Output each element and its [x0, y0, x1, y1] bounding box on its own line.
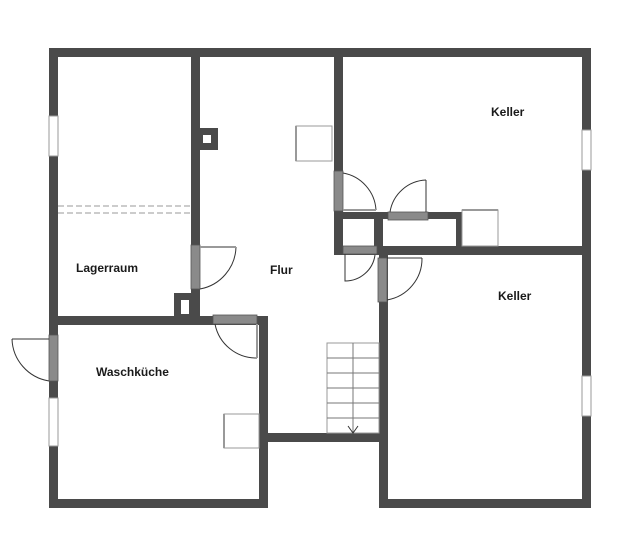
wall-bottom-right — [379, 499, 591, 508]
doors — [11, 170, 429, 382]
door-lager-leaf — [190, 244, 201, 290]
staircase — [326, 342, 380, 434]
chimney-bottom-core — [181, 300, 189, 314]
window-lager-left — [48, 115, 59, 157]
wall-lager-flur — [191, 48, 200, 324]
wall-niche-side — [456, 212, 464, 254]
windows — [48, 115, 592, 447]
fixtures — [58, 125, 499, 449]
door-keller-top-arc — [342, 172, 377, 211]
door-outside-arc — [11, 338, 50, 382]
door-lager-arc — [199, 246, 237, 290]
wall-right — [582, 48, 591, 508]
window-wasch-left — [48, 397, 59, 447]
wall-lager-wasch — [49, 316, 268, 325]
label-waschkueche: Waschküche — [96, 365, 169, 379]
door-keller-right-leaf — [377, 257, 388, 303]
label-keller-right: Keller — [498, 289, 532, 303]
stair-arrow-head — [347, 425, 359, 434]
label-flur: Flur — [270, 263, 293, 277]
waschkueche-cabinet — [223, 413, 260, 449]
wall-niche-inner — [374, 212, 383, 254]
niche-cabinet — [461, 209, 499, 247]
chimney-top-core — [203, 135, 211, 143]
wall-keller-top-left — [334, 48, 343, 254]
door-wasch-leaf — [212, 314, 258, 325]
door-small-arc — [344, 254, 376, 282]
door-outside-leaf — [48, 334, 59, 382]
wall-waschkueche-right — [259, 316, 268, 508]
window-keller-right-right — [581, 375, 592, 417]
door-small-leaf — [342, 245, 378, 255]
door-keller-right-arc — [386, 257, 423, 301]
wall-stair-bottom — [259, 433, 388, 442]
wall-top — [49, 48, 591, 57]
window-keller-top-right — [581, 129, 592, 171]
door-keller-top-leaf — [333, 170, 344, 212]
label-keller-top: Keller — [491, 105, 525, 119]
label-lagerraum: Lagerraum — [76, 261, 138, 275]
interior-walls — [49, 48, 591, 325]
wall-bottom-left — [49, 499, 268, 508]
door-niche-leaf — [387, 211, 429, 221]
door-niche-arc — [389, 179, 427, 213]
wall-keller-right-left — [379, 250, 388, 508]
door-wasch-arc — [214, 323, 258, 359]
wall-left-upper — [49, 48, 58, 324]
flur-cabinet — [295, 125, 333, 162]
